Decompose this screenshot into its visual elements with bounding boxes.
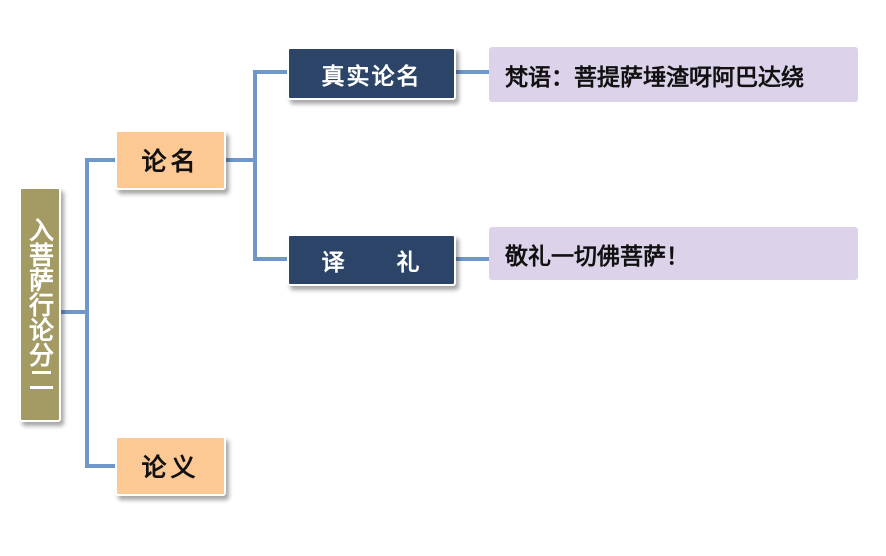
- root-node: 入菩萨行论分二: [19, 187, 61, 422]
- sub-item-yili-label: 译 礼: [321, 250, 422, 276]
- detail-homage: 敬礼一切佛菩萨！: [489, 227, 858, 280]
- detail-homage-text: 敬礼一切佛菩萨！: [505, 243, 689, 270]
- sub-item-zhenshi-lunming: 真实论名: [287, 47, 456, 100]
- detail-sanskrit-text: 梵语：菩提萨埵渣呀阿巴达绕: [505, 64, 804, 91]
- sub-item-yili: 译 礼: [287, 234, 456, 286]
- sub-item-zhenshi-label: 真实论名: [321, 63, 422, 90]
- branch-lunming-label: 论名: [141, 147, 200, 176]
- branch-lunyi: 论义: [115, 436, 226, 496]
- detail-sanskrit-title: 梵语：菩提萨埵渣呀阿巴达绕: [489, 47, 858, 102]
- root-label: 入菩萨行论分二: [25, 217, 55, 392]
- branch-lunming: 论名: [115, 130, 226, 190]
- branch-lunyi-label: 论义: [141, 453, 200, 482]
